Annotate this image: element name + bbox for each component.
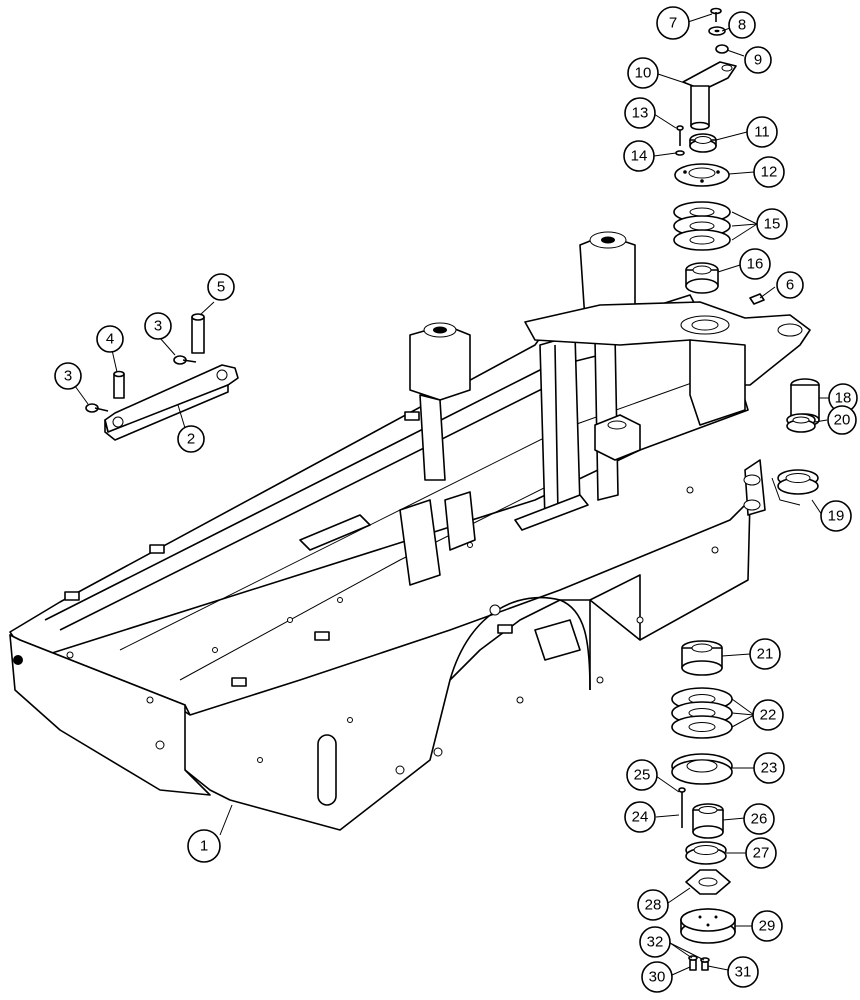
upper-parts-stack [673,7,765,305]
callout-31-label: 31 [735,964,752,981]
callout-14-label: 14 [631,148,648,165]
callout-3-upper-label: 3 [154,318,162,335]
callout-3-lower-label: 3 [64,368,72,385]
callout-10: 10 [627,57,659,89]
callout-19-label: 19 [828,508,845,525]
callout-27-label: 27 [753,845,770,862]
callout-6: 6 [776,271,804,299]
callout-4-label: 4 [106,331,114,348]
callout-30: 30 [641,961,673,993]
callout-20-label: 20 [834,412,851,429]
callout-19: 19 [820,500,852,532]
callout-25: 25 [626,759,658,791]
callout-22-label: 22 [760,707,777,724]
callout-16-label: 16 [747,256,764,273]
callout-15-label: 15 [764,216,781,233]
callout-28-label: 28 [645,897,662,914]
right-side-parts [771,378,820,506]
leader-lines [74,13,829,976]
callout-6-label: 6 [786,277,794,294]
callout-4: 4 [96,325,124,353]
callout-21-label: 21 [757,646,774,663]
callout-21: 21 [749,638,781,670]
callout-32-label: 32 [647,934,664,951]
callout-16: 16 [739,248,771,280]
link-assembly [85,313,239,441]
callout-18: 18 [828,383,858,413]
callout-30-label: 30 [649,969,666,986]
callout-31: 31 [727,956,759,988]
callout-13: 13 [624,97,656,129]
callout-11: 11 [746,116,778,148]
callout-23: 23 [753,752,785,784]
callout-25-label: 25 [634,767,651,784]
callout-24-label: 24 [632,809,649,826]
callout-5-label: 5 [217,279,225,296]
callout-1-label: 1 [200,838,208,855]
callout-3-upper: 3 [144,312,172,340]
callout-11-label: 11 [754,124,770,141]
callout-2-label: 2 [187,431,195,448]
callout-13-label: 13 [632,105,649,122]
callout-7: 7 [656,6,690,40]
callout-18-label: 18 [835,390,852,407]
callout-8-label: 8 [738,17,746,34]
callout-1: 1 [187,829,221,863]
callout-29: 29 [751,910,783,942]
callout-15: 15 [756,208,788,240]
callout-29-label: 29 [759,918,776,935]
callout-14: 14 [623,140,655,172]
callout-9: 9 [744,46,772,74]
callout-12-label: 12 [761,164,778,181]
callout-22: 22 [752,699,784,731]
callout-3-lower: 3 [54,362,82,390]
callout-32: 32 [639,926,671,958]
callout-20: 20 [827,405,857,435]
callout-5: 5 [207,273,235,301]
main-frame [9,231,811,831]
callout-23-label: 23 [761,760,778,777]
callout-9-label: 9 [754,52,762,69]
lower-parts-stack [671,640,736,971]
callout-8: 8 [728,11,756,39]
callout-7-label: 7 [669,15,677,32]
callout-10-label: 10 [635,65,652,82]
callout-2: 2 [177,425,205,453]
callout-27: 27 [745,837,777,869]
callout-28: 28 [637,889,669,921]
callout-24: 24 [624,801,656,833]
callout-26: 26 [743,803,775,835]
callout-26-label: 26 [751,811,768,828]
callout-12: 12 [753,156,785,188]
